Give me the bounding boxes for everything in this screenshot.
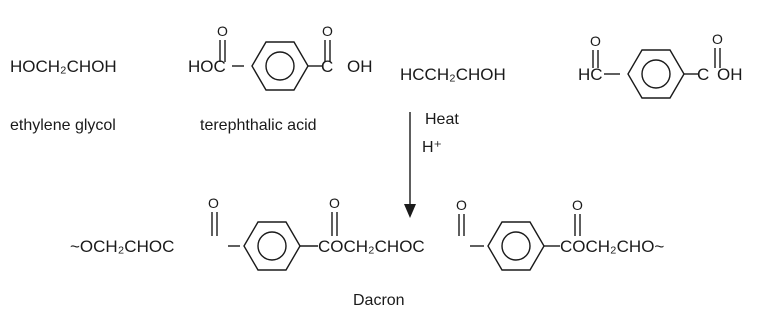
reaction-arrow — [404, 112, 416, 218]
dacron-segment-1: ~OCH₂CHOC — [70, 237, 175, 256]
terephthalic-acid-1-left-group: HOC — [188, 57, 226, 76]
carbonyl-oxygen: O — [590, 33, 601, 49]
terephthalic-acid-2-structure — [592, 48, 721, 99]
dacron-label: Dacron — [353, 292, 405, 309]
carbonyl-oxygen: O — [322, 23, 333, 39]
dacron-structure — [211, 212, 581, 271]
benzene-ring — [243, 221, 301, 271]
heat-condition: Heat — [425, 111, 459, 128]
benzene-ring-circle — [265, 51, 295, 81]
dacron-segment-2: COCH₂CHOC — [318, 237, 425, 256]
terephthalic-acid-2-left-group: HC — [578, 65, 603, 84]
benzene-ring — [251, 41, 309, 91]
terephthalic-acid-1-structure — [219, 40, 331, 91]
dacron-segment-3: COCH₂CHO~ — [560, 237, 665, 256]
carbonyl-oxygen: O — [572, 197, 583, 213]
benzene-ring-circle — [257, 231, 287, 261]
ethylene-glycol-label: ethylene glycol — [10, 117, 116, 134]
benzene-ring-circle — [501, 231, 531, 261]
benzene-ring-circle — [641, 59, 671, 89]
carbonyl-oxygen: O — [456, 197, 467, 213]
ethylene-glycol-formula: HOCH₂CHOH — [10, 57, 117, 76]
carbonyl-oxygen: O — [208, 195, 219, 211]
terephthalic-acid-1-right-group: C — [321, 57, 334, 76]
acid-catalyst-condition: H⁺ — [422, 139, 442, 156]
carbonyl-oxygen: O — [329, 195, 340, 211]
carbonyl-oxygen: O — [217, 23, 228, 39]
benzene-ring — [627, 49, 685, 99]
terephthalic-acid-label: terephthalic acid — [200, 117, 317, 134]
benzene-ring — [487, 221, 545, 271]
terephthalic-acid-1-oh: OH — [347, 57, 373, 76]
ethylene-glycol-2-formula: HCCH₂CHOH — [400, 65, 506, 84]
terephthalic-acid-2-oh: OH — [717, 65, 743, 84]
carbonyl-oxygen: O — [712, 31, 723, 47]
terephthalic-acid-2-right-group: C — [697, 65, 710, 84]
